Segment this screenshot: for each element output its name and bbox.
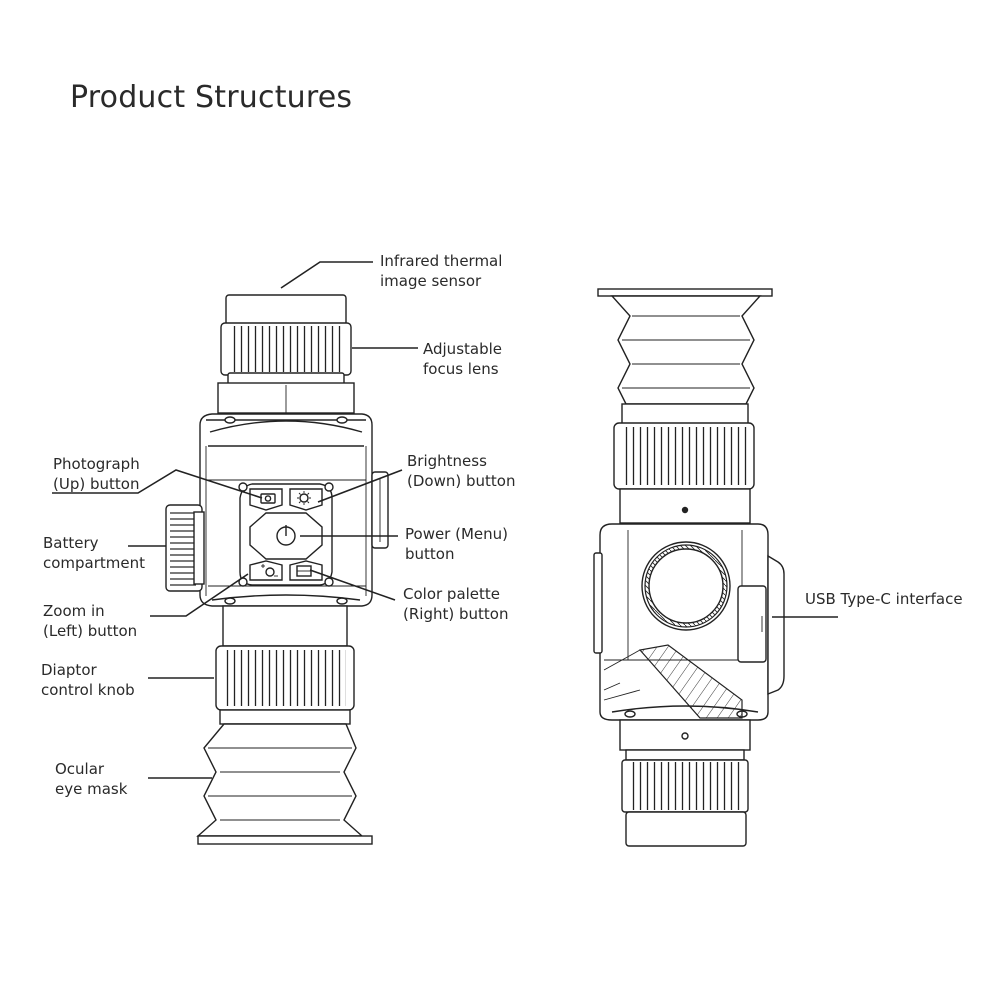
label-photograph: Photograph (Up) button	[53, 455, 144, 493]
objective-lens	[217, 294, 355, 414]
eye-cup-top	[597, 288, 773, 425]
label-usb: USB Type-C interface	[805, 590, 963, 608]
leader-photograph	[52, 469, 263, 499]
photograph-button[interactable]	[249, 488, 283, 511]
button-panel	[238, 482, 334, 587]
leader-lines	[52, 261, 838, 779]
battery-cap	[165, 504, 205, 592]
device-side-view	[593, 288, 785, 847]
device-front-view	[165, 294, 389, 845]
label-diopter: Diaptor control knob	[41, 661, 135, 699]
label-brightness: Brightness (Down) button	[407, 452, 515, 490]
objective-lens-side	[619, 719, 751, 847]
leader-zoom	[150, 573, 249, 617]
label-sensor: Infrared thermal image sensor	[380, 252, 507, 290]
power-button[interactable]	[249, 512, 323, 560]
eyepiece-section	[215, 605, 355, 725]
zoom-button[interactable]	[249, 560, 283, 581]
main-body-side	[593, 523, 769, 721]
usb-port-cover	[737, 554, 785, 696]
palette-button[interactable]	[289, 560, 323, 581]
page-title: Product Structures	[70, 80, 353, 115]
diopter-ring-side	[613, 422, 755, 524]
eye-cup	[196, 723, 373, 845]
label-battery: Battery compartment	[43, 534, 145, 572]
side-flap	[371, 471, 389, 549]
label-power: Power (Menu) button	[405, 525, 513, 563]
labels: Infrared thermal image sensor Adjustable…	[41, 252, 963, 798]
brightness-button[interactable]	[289, 488, 323, 511]
label-zoom: Zoom in (Left) button	[43, 602, 137, 640]
label-focus: Adjustable focus lens	[423, 340, 507, 378]
leader-palette	[309, 569, 396, 601]
label-palette: Color palette (Right) button	[403, 585, 508, 623]
label-ocular: Ocular eye mask	[55, 760, 128, 798]
leader-sensor	[280, 261, 373, 289]
leader-brightness	[317, 469, 403, 503]
